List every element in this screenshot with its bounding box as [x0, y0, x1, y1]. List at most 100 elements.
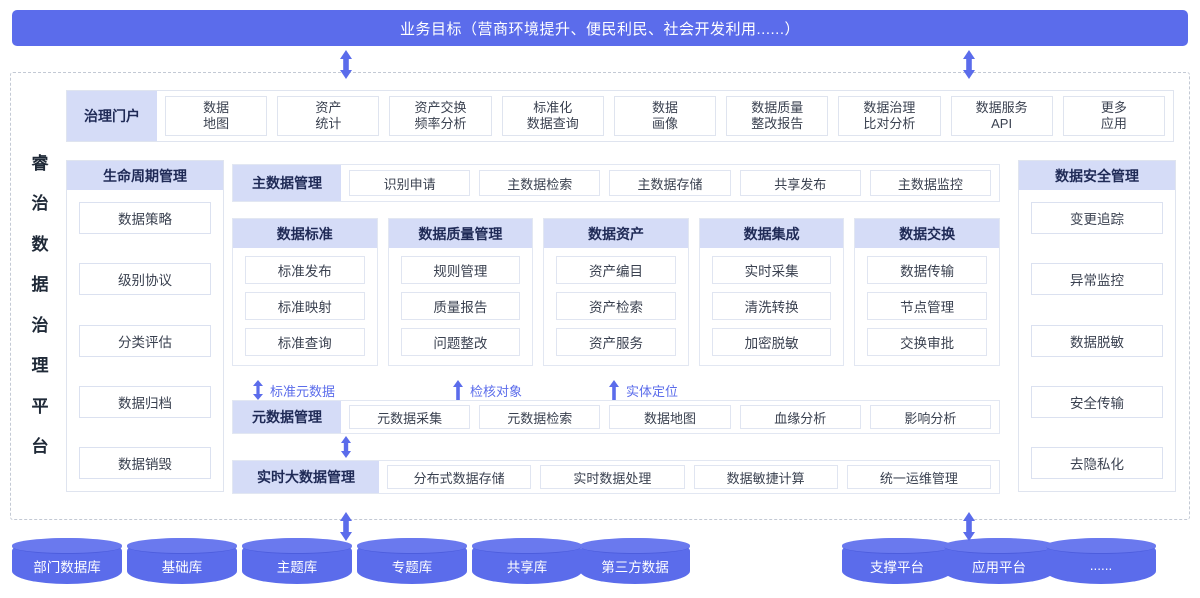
domain-panel-title: 数据集成 — [699, 219, 844, 249]
database-cylinder[interactable]: 共享库 — [472, 538, 582, 584]
domain-panel: 数据标准标准发布标准映射标准查询 — [232, 218, 378, 366]
governance-portal-items: 数据 地图资产 统计资产交换 频率分析标准化 数据查询数据 画像数据质量 整改报… — [157, 91, 1173, 141]
master-data-item[interactable]: 共享发布 — [739, 170, 861, 196]
platform-title-char: 台 — [31, 436, 49, 456]
portal-item[interactable]: 数据质量 整改报告 — [726, 96, 829, 136]
platform-title-char: 睿 — [31, 154, 49, 173]
flow-label-check-object: 检核对象 — [452, 380, 522, 400]
domain-panel-item[interactable]: 资产检索 — [556, 292, 676, 321]
domain-panel-item[interactable]: 加密脱敏 — [711, 328, 832, 356]
database-label: 专题库 — [391, 559, 433, 575]
domain-panel-item[interactable]: 标准查询 — [245, 328, 365, 356]
platform-cylinder[interactable]: 支撑平台 — [842, 538, 952, 584]
domain-panel: 数据交换数据传输节点管理交换审批 — [854, 218, 1000, 366]
domain-panel-item[interactable]: 标准发布 — [245, 256, 365, 285]
master-data-item[interactable]: 识别申请 — [349, 170, 471, 196]
domain-panel-item[interactable]: 资产服务 — [556, 328, 676, 356]
database-label: 部门数据库 — [33, 559, 101, 575]
domain-panel-item[interactable]: 资产编目 — [556, 256, 676, 285]
business-goal-text: 业务目标（营商环境提升、便民利民、社会开发利用......） — [399, 20, 800, 38]
data-security-management-panel: 数据安全管理 变更追踪异常监控数据脱敏安全传输去隐私化 — [1018, 160, 1176, 492]
flow-label-standard-metadata: 标准元数据 — [252, 380, 335, 400]
lifecycle-management-title: 生命周期管理 — [67, 161, 223, 191]
domain-panel-item[interactable]: 交换审批 — [867, 328, 987, 356]
database-label: 主题库 — [276, 559, 318, 575]
security-item[interactable]: 数据脱敏 — [1031, 324, 1163, 357]
domain-panel: 数据资产资产编目资产检索资产服务 — [543, 218, 689, 366]
database-cylinder[interactable]: 专题库 — [357, 538, 467, 584]
database-cylinder[interactable]: 第三方数据 — [580, 538, 690, 584]
domain-panel-item[interactable]: 质量报告 — [400, 292, 521, 321]
security-item[interactable]: 去隐私化 — [1031, 447, 1163, 480]
master-data-item[interactable]: 主数据监控 — [869, 170, 992, 196]
portal-item[interactable]: 数据 地图 — [165, 96, 268, 136]
bigdata-management-items: 分布式数据存储实时数据处理数据敏捷计算统一运维管理 — [379, 461, 999, 493]
portal-item[interactable]: 更多 应用 — [1062, 96, 1165, 136]
portal-item[interactable]: 标准化 数据查询 — [501, 96, 604, 136]
database-cylinder[interactable]: 部门数据库 — [12, 538, 122, 584]
portal-item[interactable]: 数据 画像 — [613, 96, 717, 136]
portal-item[interactable]: 数据治理 比对分析 — [838, 96, 941, 136]
platform-label: ...... — [1089, 558, 1113, 573]
governance-portal-row: 治理门户 数据 地图资产 统计资产交换 频率分析标准化 数据查询数据 画像数据质… — [66, 90, 1174, 142]
domain-panel-title: 数据质量管理 — [388, 219, 533, 249]
database-label: 共享库 — [506, 559, 548, 575]
lifecycle-management-items: 数据策略级别协议分类评估数据归档数据销毁 — [67, 190, 223, 489]
up-arrow-icon — [609, 380, 619, 400]
metadata-item[interactable]: 血缘分析 — [739, 405, 861, 429]
domain-panel-item[interactable]: 实时采集 — [711, 256, 832, 285]
business-goal-banner: 业务目标（营商环境提升、便民利民、社会开发利用......） — [12, 10, 1188, 46]
domain-panel-items: 规则管理质量报告问题整改 — [389, 248, 533, 365]
flow-label-text: 实体定位 — [626, 383, 679, 399]
metadata-item[interactable]: 数据地图 — [609, 405, 731, 429]
domain-panel-item[interactable]: 数据传输 — [867, 256, 987, 285]
security-item[interactable]: 异常监控 — [1031, 263, 1163, 296]
bigdata-item[interactable]: 数据敏捷计算 — [693, 465, 838, 489]
security-item[interactable]: 变更追踪 — [1031, 202, 1163, 235]
metadata-item[interactable]: 影响分析 — [869, 405, 992, 429]
bigdata-item[interactable]: 分布式数据存储 — [387, 465, 532, 489]
portal-item[interactable]: 数据服务 API — [950, 96, 1053, 136]
security-item[interactable]: 安全传输 — [1031, 385, 1163, 418]
domain-panel-item[interactable]: 清洗转换 — [711, 292, 832, 321]
domain-panel-title: 数据交换 — [855, 219, 999, 249]
domain-panels: 数据标准标准发布标准映射标准查询数据质量管理规则管理质量报告问题整改数据资产资产… — [232, 218, 1000, 366]
platform-cylinder[interactable]: ...... — [1046, 538, 1156, 584]
database-cylinder[interactable]: 主题库 — [242, 538, 352, 584]
bigdata-management-label: 实时大数据管理 — [233, 461, 379, 493]
domain-panel-title: 数据标准 — [233, 219, 377, 249]
flow-label-entity-locate: 实体定位 — [608, 380, 678, 400]
platform-title-char: 平 — [31, 396, 49, 416]
metadata-management-items: 元数据采集元数据检索数据地图血缘分析影响分析 — [341, 401, 999, 433]
data-sources-area: 部门数据库 基础库 主题库 专题库 共享库 第三方数据 支撑平台 应用平台...... — [0, 538, 1200, 594]
bigdata-item[interactable]: 实时数据处理 — [540, 465, 685, 489]
lifecycle-item[interactable]: 分类评估 — [79, 324, 211, 357]
portal-item[interactable]: 资产 统计 — [277, 96, 380, 136]
domain-panel-item[interactable]: 问题整改 — [400, 328, 521, 356]
lifecycle-item[interactable]: 数据策略 — [79, 202, 211, 235]
platform-title-char: 治 — [31, 315, 49, 335]
master-data-management-items: 识别申请主数据检索主数据存储共享发布主数据监控 — [341, 165, 999, 201]
master-data-item[interactable]: 主数据检索 — [479, 170, 601, 196]
portal-item[interactable]: 资产交换 频率分析 — [389, 96, 492, 136]
metadata-item[interactable]: 元数据检索 — [479, 405, 601, 429]
database-cylinder[interactable]: 基础库 — [127, 538, 237, 584]
bigdata-item[interactable]: 统一运维管理 — [846, 465, 991, 489]
platform-cylinder[interactable]: 应用平台 — [944, 538, 1054, 584]
domain-panel-item[interactable]: 标准映射 — [245, 292, 365, 321]
domain-panel-item[interactable]: 规则管理 — [400, 256, 521, 285]
domain-panel: 数据质量管理规则管理质量报告问题整改 — [387, 218, 534, 366]
domain-panel-items: 数据传输节点管理交换审批 — [855, 248, 999, 365]
double-arrow-icon — [253, 380, 263, 400]
lifecycle-item[interactable]: 级别协议 — [79, 263, 211, 296]
master-data-management-row: 主数据管理 识别申请主数据检索主数据存储共享发布主数据监控 — [232, 164, 1000, 202]
master-data-item[interactable]: 主数据存储 — [609, 170, 731, 196]
domain-panel-item[interactable]: 节点管理 — [867, 292, 987, 321]
lifecycle-item[interactable]: 数据销毁 — [79, 447, 211, 480]
platform-label: 支撑平台 — [870, 559, 924, 575]
metadata-item[interactable]: 元数据采集 — [349, 405, 471, 429]
database-label: 第三方数据 — [601, 559, 669, 575]
lifecycle-item[interactable]: 数据归档 — [79, 385, 211, 418]
platform-title-char: 据 — [31, 275, 49, 295]
